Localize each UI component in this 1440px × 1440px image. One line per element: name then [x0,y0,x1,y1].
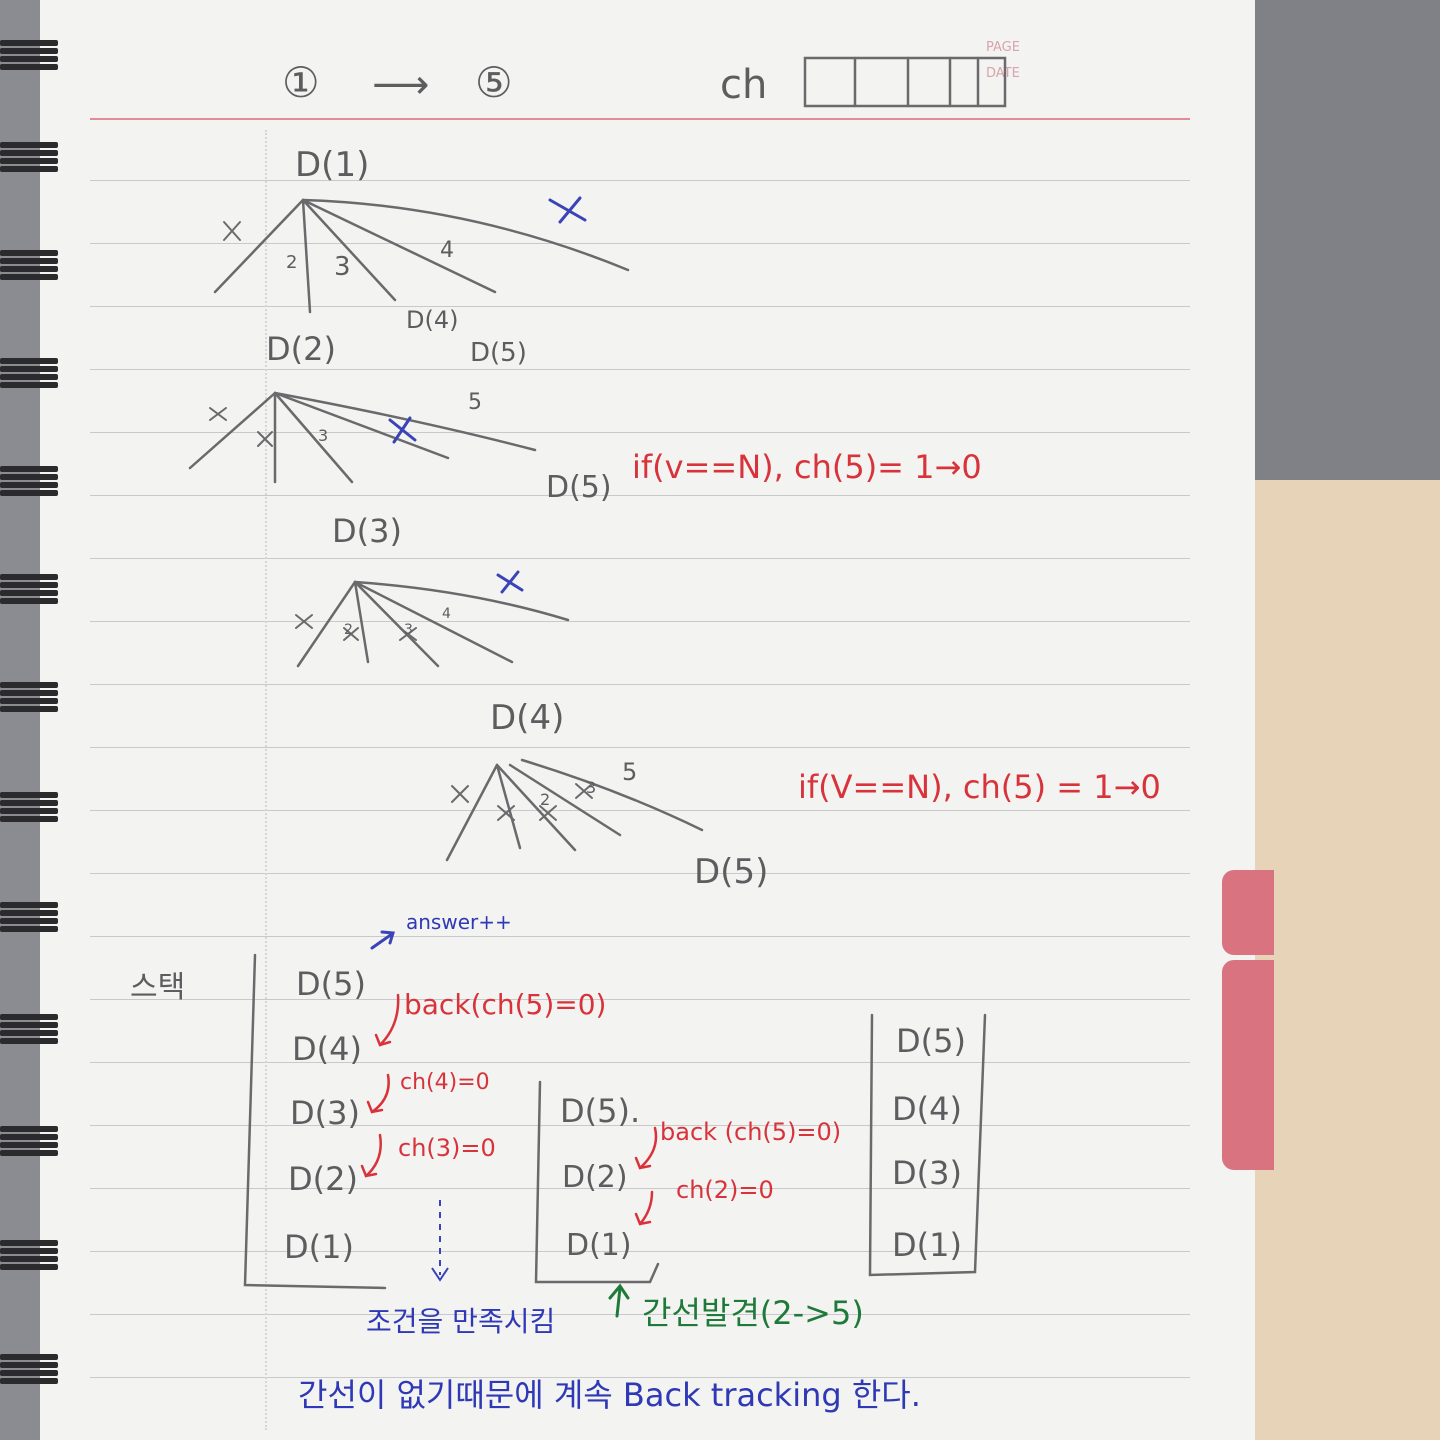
index-tab [1222,870,1274,955]
index-tab [1222,960,1274,1170]
tree-d3-branches [296,580,570,668]
tree-d1-root: D(1) [295,145,370,185]
tree-d1-child: D(2) [266,330,336,368]
start-node-label: ① [282,58,320,107]
stack-col1-item: D(4) [292,1030,362,1068]
stack-col2-note: back (ch(5)=0) [660,1118,842,1146]
stack-col3-item: D(3) [892,1154,962,1192]
branch-label: 3 [334,252,351,282]
stack-col1-item: D(2) [288,1160,358,1198]
stack-col2-item: D(5). [560,1092,641,1130]
stack-box-3 [868,1013,987,1277]
tree-d2-branches [188,391,537,484]
stack-col1-item: D(1) [284,1228,354,1266]
stack-col1-item: D(3) [290,1094,360,1132]
tree-d4-note: if(V==N), ch(5) = 1→0 [798,768,1161,806]
answer-note: answer++ [406,910,512,934]
stack-col1-note: back(ch(5)=0) [404,988,607,1021]
stack-col1-note: ch(4)=0 [400,1070,490,1095]
ch-array-box [803,56,1007,108]
stack-col1-caption: 조건을 만족시킴 [366,1305,556,1338]
tree-d1-branches [213,198,630,314]
arrow-glyph: ⟶ [372,62,430,108]
ch-array-label: ch [720,62,768,108]
branch-label: 4 [440,238,454,263]
tree-d4-branches [445,758,704,862]
stack-col2-item: D(2) [562,1160,628,1195]
branch-label: 2 [344,622,353,638]
stack-col1-item: D(5) [296,965,366,1003]
stack-col3-item: D(4) [892,1090,962,1128]
tree-d4-root: D(4) [490,698,565,738]
stack-col2-note: ch(2)=0 [676,1176,774,1204]
branch-label: 3 [586,778,597,797]
page-stamp: PAGE [986,40,1020,55]
stack-col3-item: D(5) [896,1022,966,1060]
branch-label: 2 [286,252,298,273]
tree-d2-note: if(v==N), ch(5)= 1→0 [632,448,982,486]
date-stamp: DATE [986,66,1020,81]
stack-box-2 [534,1080,660,1284]
branch-label: 5 [622,758,638,786]
tree-d2-child: D(5) [546,470,612,505]
branch-label: 3 [318,426,329,445]
stack-col2-item: D(1) [566,1228,632,1263]
stack-label: 스택 [130,970,186,1005]
stack-box-1 [243,953,387,1290]
background-desk [1250,480,1440,1440]
branch-label: 3 [404,622,413,638]
stack-col2-caption: 간선발견(2->5) [642,1294,864,1332]
tree-d1-child: D(5) [470,338,527,368]
notebook-page [40,0,1255,1440]
tree-d3-root: D(3) [332,512,402,550]
end-node-label: ⑤ [475,58,513,107]
stack-col1-note: ch(3)=0 [398,1134,496,1162]
tree-d4-child: D(5) [694,852,769,892]
background-wall [1250,0,1440,480]
stack-col3-item: D(1) [892,1226,962,1264]
branch-label: 5 [468,390,482,415]
tree-d1-child: D(4) [406,306,459,334]
branch-label: 4 [442,606,451,622]
branch-label: 2 [540,790,551,809]
footer-note: 간선이 없기때문에 계속 Back tracking 한다. [298,1376,921,1414]
